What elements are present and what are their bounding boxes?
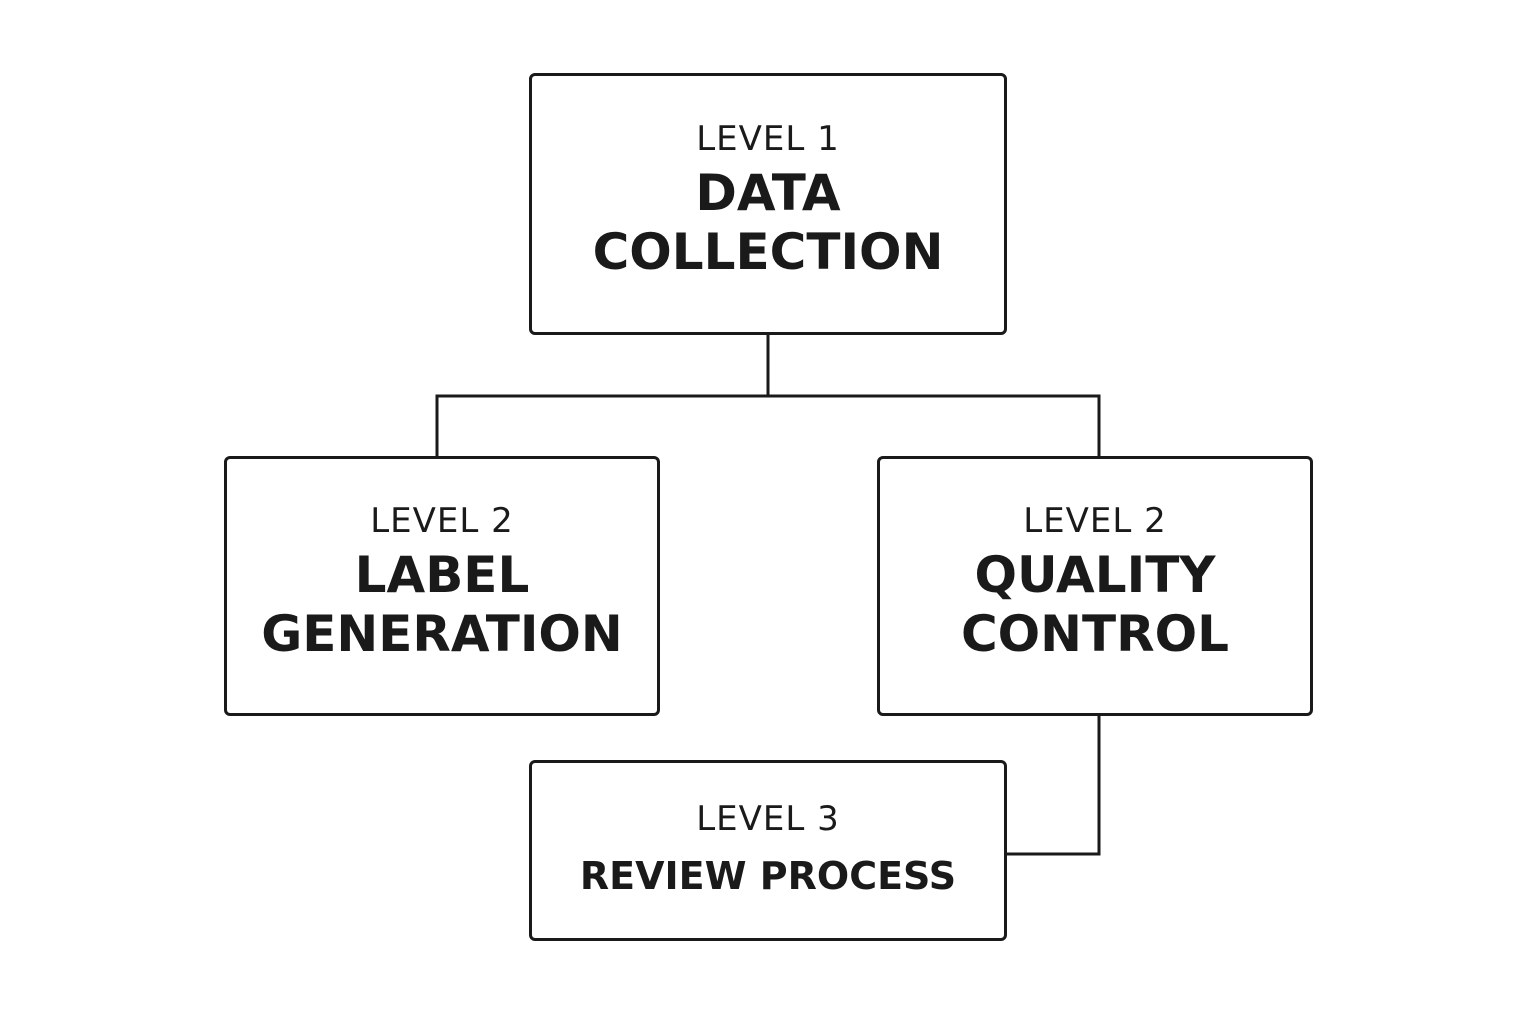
connector-root-to-branches	[435, 335, 1101, 456]
node-title-line: LABEL	[354, 546, 530, 604]
node-title-line: COLLECTION	[592, 223, 944, 281]
node-title: QUALITY CONTROL	[961, 546, 1229, 664]
node-level-label: LEVEL 1	[696, 119, 840, 159]
node-title: REVIEW PROCESS	[580, 854, 956, 899]
node-level-label: LEVEL 2	[370, 501, 514, 541]
node-title-line: QUALITY	[974, 546, 1216, 604]
node-review-process: LEVEL 3 REVIEW PROCESS	[529, 760, 1007, 941]
node-level-label: LEVEL 2	[1023, 501, 1167, 541]
node-title-line: GENERATION	[261, 605, 623, 663]
node-quality-control: LEVEL 2 QUALITY CONTROL	[877, 456, 1313, 716]
node-label-generation: LEVEL 2 LABEL GENERATION	[224, 456, 660, 716]
connector-quality-to-review	[1007, 716, 1101, 856]
node-level-label: LEVEL 3	[696, 799, 840, 840]
node-title: LABEL GENERATION	[261, 546, 623, 664]
node-title-line: DATA	[695, 164, 841, 222]
node-data-collection: LEVEL 1 DATA COLLECTION	[529, 73, 1007, 335]
node-title-line: CONTROL	[960, 605, 1230, 663]
node-title: DATA COLLECTION	[593, 164, 944, 282]
node-title-line: REVIEW PROCESS	[579, 854, 957, 899]
